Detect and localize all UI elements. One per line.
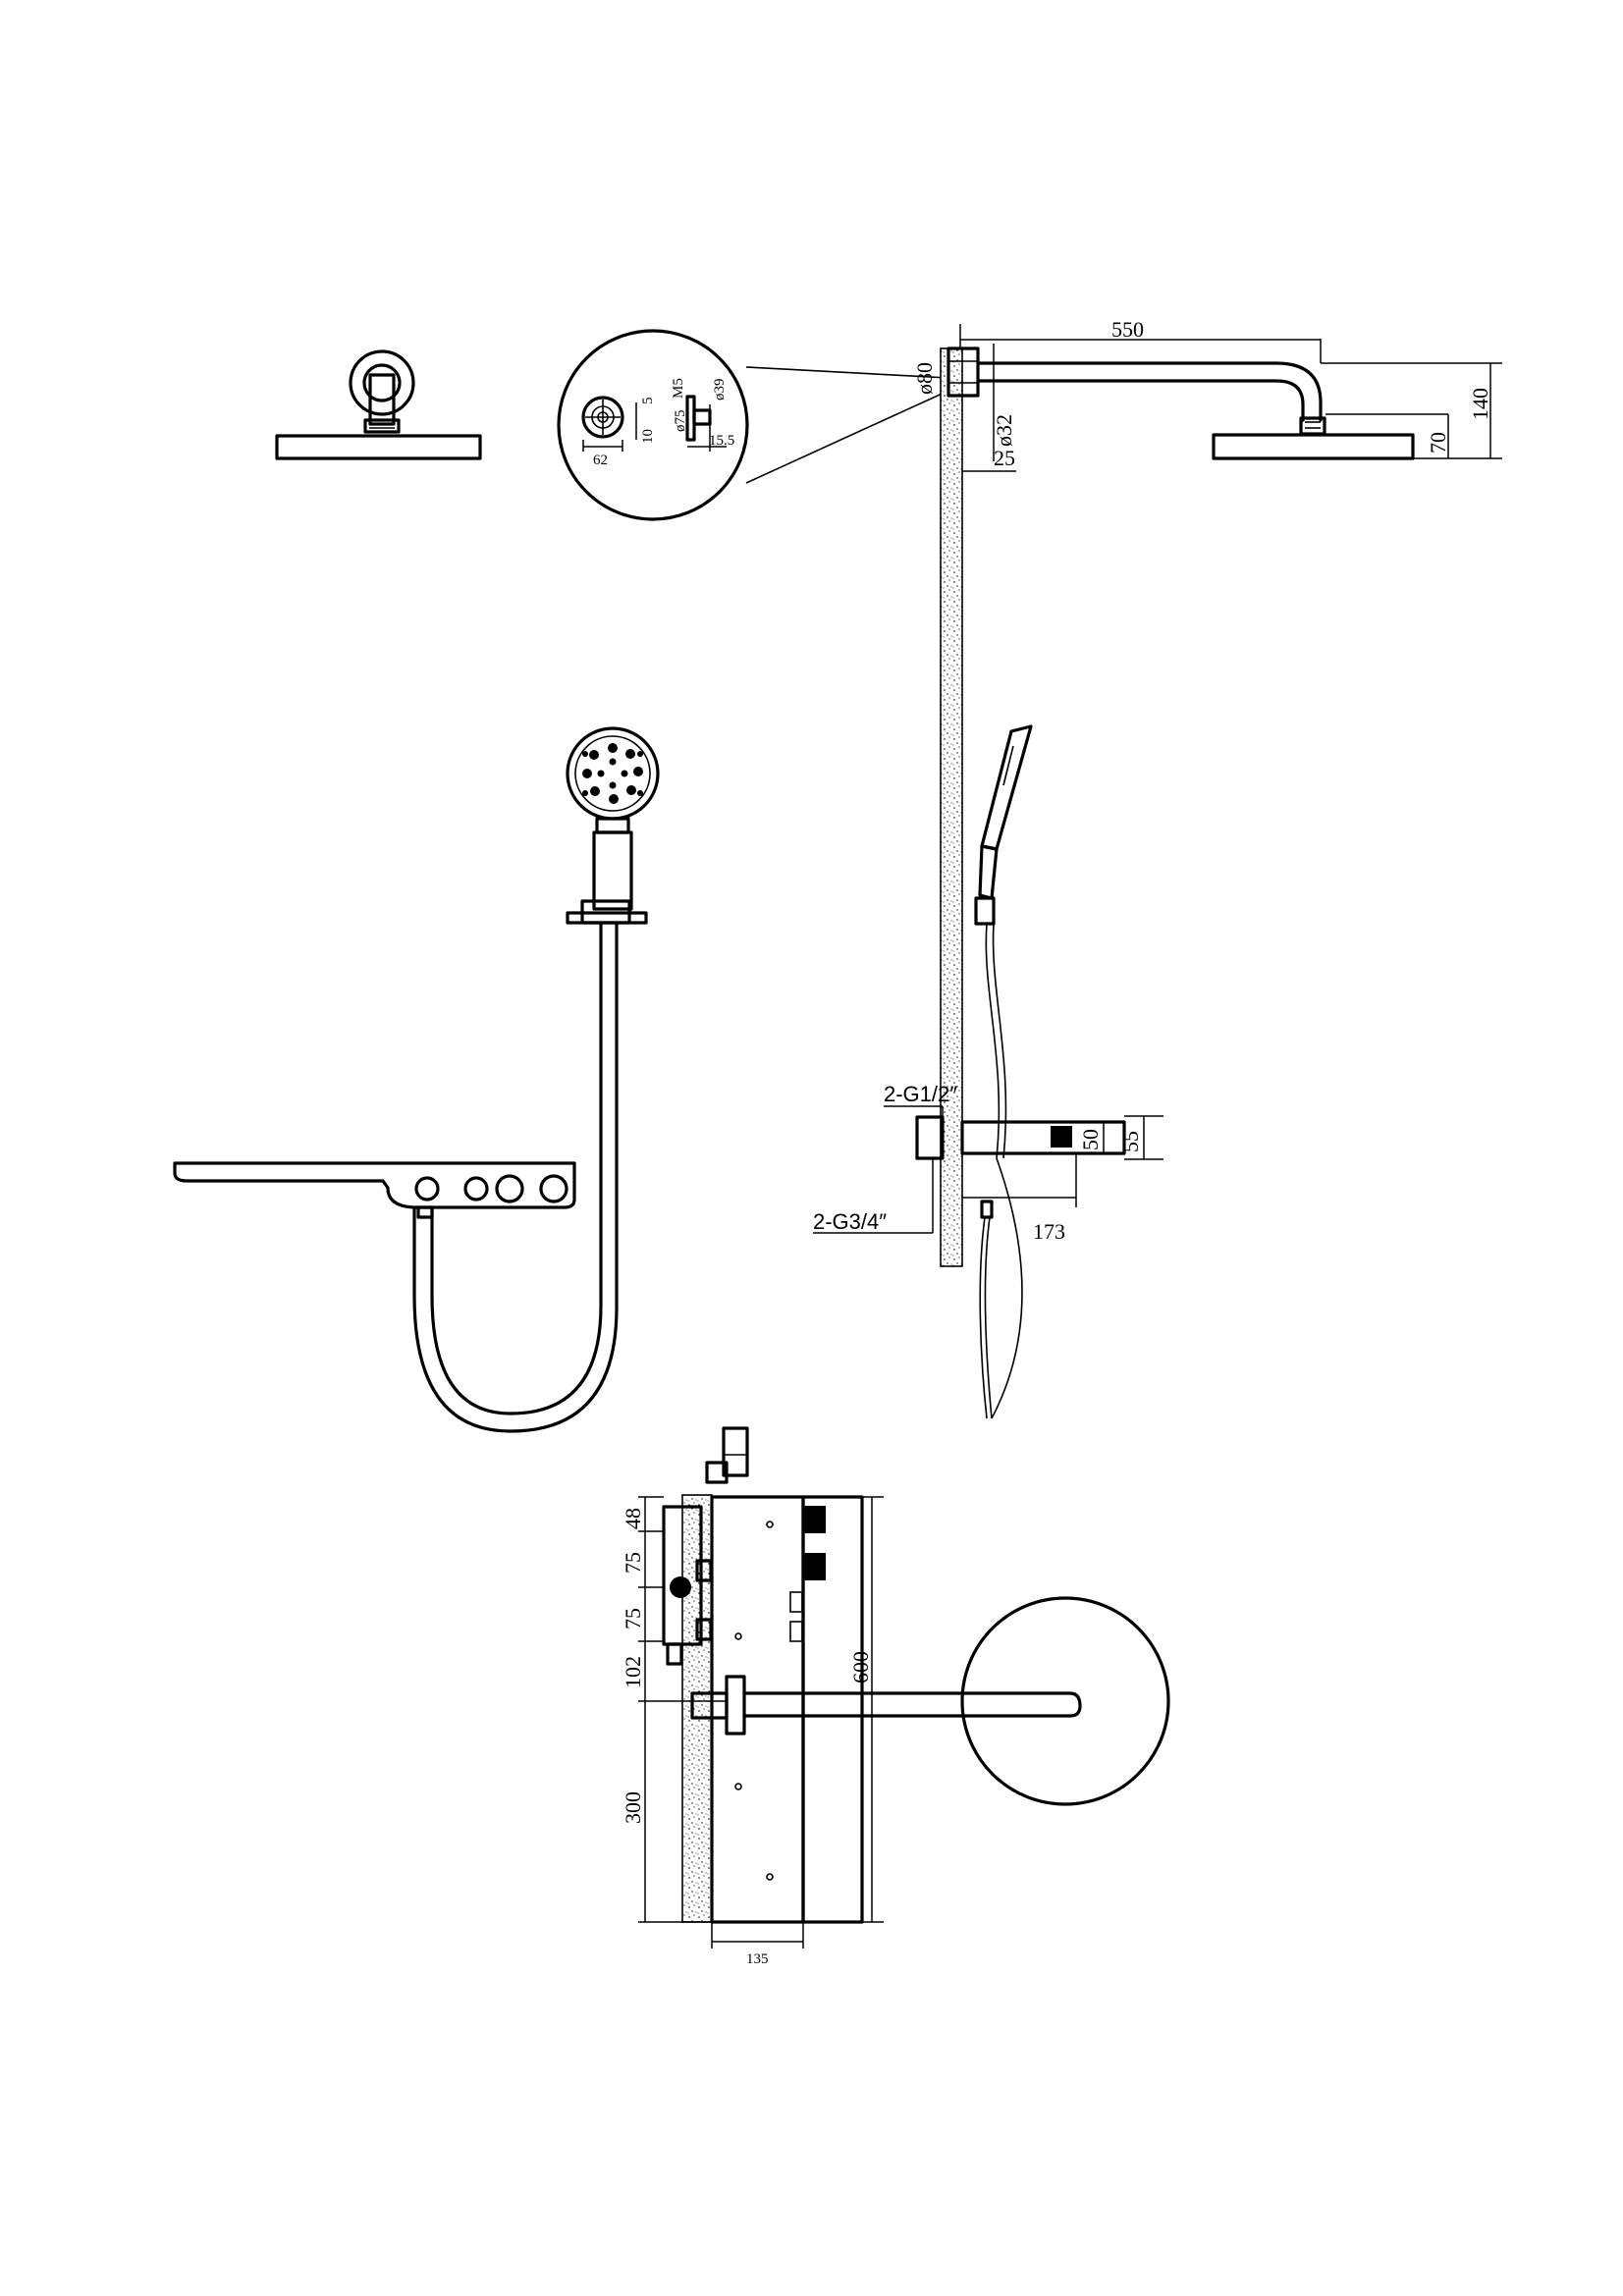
spray-nozzles — [582, 743, 643, 804]
dim-d32: ø32 — [992, 414, 1016, 447]
dim-d39: ø39 — [712, 379, 728, 401]
dim-55: 55 — [1118, 1131, 1143, 1152]
dim-50: 50 — [1078, 1129, 1103, 1150]
rain-head-top — [960, 1596, 1170, 1806]
shelf-side — [960, 1120, 1126, 1155]
dim-135: 135 — [746, 1951, 769, 1967]
dim-173: 173 — [1033, 1219, 1065, 1244]
dim-300: 300 — [621, 1791, 645, 1824]
dim-25: 25 — [994, 446, 1015, 470]
dim-62: 62 — [593, 453, 608, 468]
front-view-shelf — [173, 726, 660, 1433]
dim-70: 70 — [1426, 432, 1450, 454]
overhead-front-view — [275, 349, 482, 460]
dim-10: 10 — [640, 429, 656, 444]
label-g34: 2-G3/4″ — [813, 1209, 887, 1234]
side-view: 550 ø80 ø32 25 70 140 50 55 173 2-G1/2″ — [813, 317, 1502, 1419]
dim-600: 600 — [848, 1651, 873, 1683]
label-g12: 2-G1/2″ — [884, 1082, 957, 1106]
dim-140: 140 — [1468, 388, 1492, 420]
dim-5: 5 — [640, 398, 656, 405]
dim-75a: 75 — [621, 1552, 645, 1574]
top-view: 48 75 75 102 300 600 135 — [621, 1426, 1170, 1967]
dim-550: 550 — [1111, 317, 1144, 342]
dim-d80: ø80 — [912, 362, 937, 395]
dim-15-5: 15.5 — [709, 433, 734, 449]
dim-48: 48 — [621, 1508, 645, 1529]
hand-shower-head — [566, 726, 660, 821]
dim-75b: 75 — [621, 1608, 645, 1629]
shelf-front — [173, 1161, 576, 1209]
dim-102: 102 — [621, 1656, 645, 1688]
flange-detail-callout: 62 15.5 M5 ø75 ø39 5 10 — [557, 329, 949, 521]
dim-d75: ø75 — [673, 410, 688, 433]
dim-m5: M5 — [671, 378, 686, 399]
